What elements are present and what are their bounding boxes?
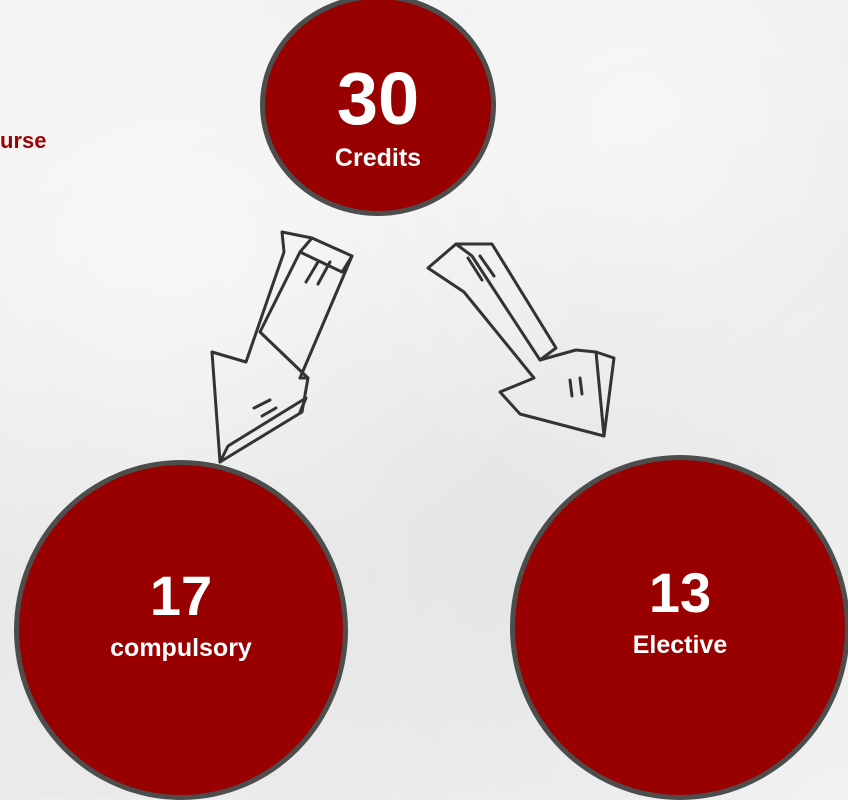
right-arrow-icon bbox=[426, 242, 616, 438]
elective-credits-node: 13 Elective bbox=[510, 455, 848, 800]
elective-credits-label: Elective bbox=[632, 631, 728, 659]
elective-credits-value: 13 bbox=[648, 561, 712, 624]
total-credits-label: Credits bbox=[334, 143, 422, 172]
truncated-heading-text: urse bbox=[0, 128, 47, 153]
total-credits-node: 30 Credits bbox=[260, 0, 496, 216]
total-credits-value: 30 bbox=[336, 56, 420, 140]
compulsory-credits-value: 17 bbox=[149, 563, 213, 627]
compulsory-credits-node: 17 compulsory bbox=[14, 460, 348, 800]
compulsory-credits-label: compulsory bbox=[110, 633, 252, 662]
left-arrow-icon bbox=[210, 230, 354, 464]
